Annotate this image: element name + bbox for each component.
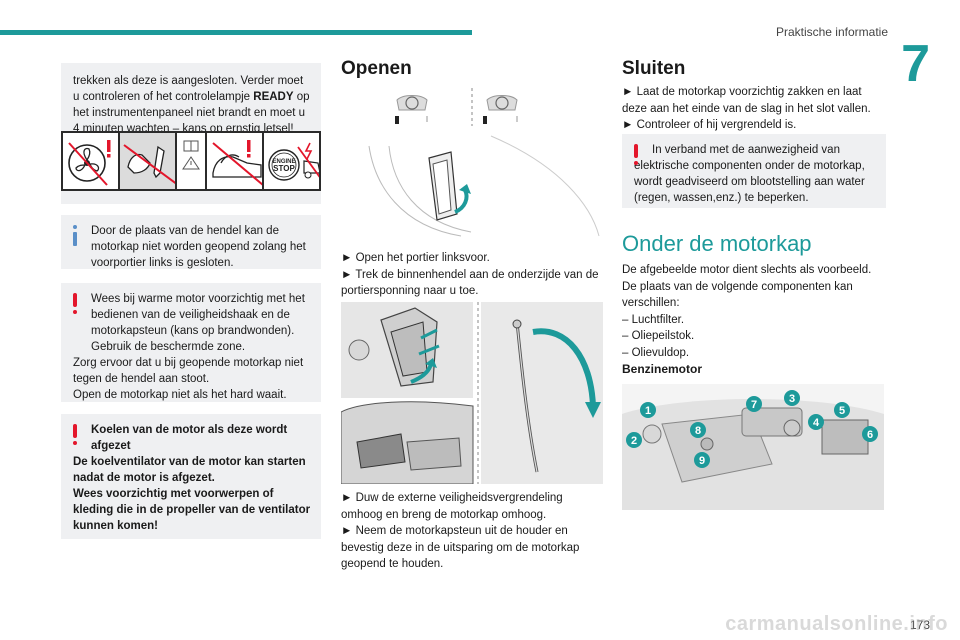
step-text: ► Duw de externe veiligheidsvergrendelin…	[341, 492, 563, 521]
engine-bay-illustration: 1 2 3 4 5 6 7 8 9	[622, 384, 884, 510]
water-warning-box: In verband met de aanwezigheid van elekt…	[622, 134, 886, 208]
warning-line: Zorg ervoor dat u bij geopende motorkap …	[73, 357, 304, 385]
water-warning-text: In verband met de aanwezigheid van elekt…	[634, 144, 865, 204]
warning-line: Wees bij warme motor voorzichtig met het…	[91, 293, 305, 353]
under-hood-text: De afgebeelde motor dient slechts als vo…	[622, 262, 886, 361]
under-hood-line: – Olievuldop.	[622, 346, 690, 359]
step-text: ► Neem de motorkapsteun uit de houder en…	[341, 525, 580, 570]
cooling-warning-line: Wees voorzichtig met voorwerpen of kledi…	[73, 488, 311, 532]
under-hood-line: De afgebeelde motor dient slechts als vo…	[622, 264, 872, 309]
cooling-warning-line: De koelventilator van de motor kan start…	[73, 456, 306, 484]
under-hood-line: – Luchtfilter.	[622, 313, 685, 326]
manual-caution-pictogram	[177, 133, 205, 189]
step-text: ► Trek de binnenhendel aan de onderzijde…	[341, 268, 599, 298]
engine-stop-pictogram: ENGINE STOP	[263, 133, 319, 189]
info-box-text: Door de plaats van de hendel kan de moto…	[91, 225, 306, 269]
manual-warning-icon	[182, 140, 201, 170]
page-number: 173	[909, 618, 930, 632]
under-hood-heading: Onder de motorkap	[622, 231, 812, 256]
section-title: Praktische informatie	[775, 25, 888, 39]
warning-line: Open de motorkap niet als het hard waait…	[73, 389, 287, 401]
interior-lever-drawing	[368, 88, 600, 237]
watermark: carmanualsonline.info	[725, 613, 948, 635]
header-accent-bar	[0, 30, 472, 35]
callout-2: 2	[631, 435, 637, 447]
warning-exclamation-icon	[71, 293, 79, 315]
callout-8: 8	[695, 425, 701, 437]
engine-subheading: Benzinemotor	[622, 362, 703, 376]
warning-pictograms: ENGINE STOP	[61, 131, 321, 191]
hood-latch-drawing	[341, 302, 603, 484]
engine-bay-drawing: 1 2 3 4 5 6 7 8 9	[622, 384, 884, 510]
engine-stop-icon: ENGINE STOP	[268, 142, 319, 181]
cooling-warning-box: Koelen van de motor als deze wordt afgez…	[61, 414, 321, 539]
info-box: Door de plaats van de hendel kan de moto…	[61, 215, 321, 269]
callout-9: 9	[699, 455, 705, 467]
sluiten-heading: Sluiten	[622, 58, 686, 79]
open-steps-1: ► Open het portier linksvoor. ► Trek de …	[341, 250, 603, 300]
hood-hand-pictogram	[206, 133, 262, 189]
fan-icon	[68, 140, 111, 186]
hood-latch-illustration	[341, 302, 603, 484]
warning-exclamation-icon	[632, 144, 640, 166]
callout-1: 1	[645, 405, 651, 417]
engine-label: ENGINE	[272, 159, 295, 165]
step-text: ► Laat de motorkap voorzichtig zakken en…	[622, 86, 871, 115]
open-steps-2: ► Duw de externe veiligheidsvergrendelin…	[341, 490, 603, 573]
info-icon	[71, 225, 79, 247]
step-text: ► Controleer of hij vergrendeld is.	[622, 119, 797, 131]
callout-3: 3	[789, 393, 795, 405]
hood-open-icon	[212, 140, 262, 186]
under-hood-line: – Oliepeilstok.	[622, 330, 695, 342]
callout-6: 6	[867, 429, 873, 441]
fan-warning-pictogram	[63, 133, 119, 189]
stop-label: STOP	[273, 164, 295, 173]
chapter-number: 7	[901, 35, 930, 93]
hands-tie-pictogram	[120, 133, 176, 189]
hot-engine-warning-box: Wees bij warme motor voorzichtig met het…	[61, 283, 321, 402]
callout-4: 4	[813, 417, 820, 429]
cooling-warning-title: Koelen van de motor als deze wordt afgez…	[91, 424, 288, 452]
warning-exclamation-icon	[71, 424, 79, 446]
callout-5: 5	[839, 405, 845, 417]
openen-heading: Openen	[341, 58, 412, 79]
intro-text: trekken als deze is aangesloten. Verder …	[73, 75, 310, 135]
step-text: ► Open het portier linksvoor.	[341, 252, 490, 264]
callout-7: 7	[751, 399, 757, 411]
door-lever-illustration	[341, 86, 603, 244]
hand-tie-icon	[123, 144, 176, 185]
close-steps: ► Laat de motorkap voorzichtig zakken en…	[622, 84, 886, 134]
